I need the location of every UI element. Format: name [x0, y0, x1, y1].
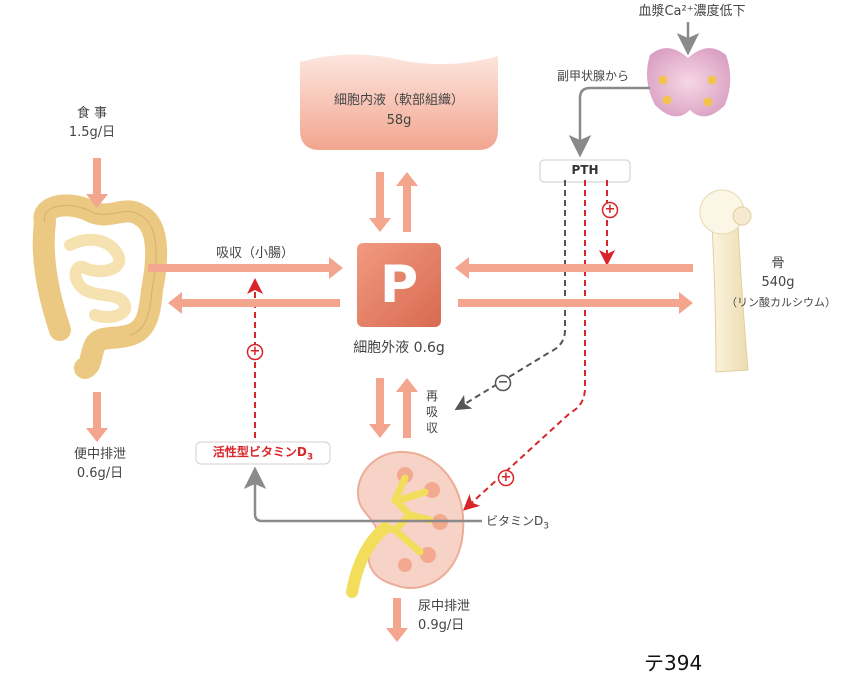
bone-illustration [699, 189, 752, 373]
plus-sign-bone-text: + [604, 202, 616, 217]
parathyroid-label: 副甲状腺から [556, 69, 629, 83]
fecal-name: 便中排泄 [73, 447, 126, 462]
urine-name: 尿中排泄 [418, 599, 471, 614]
intracellular-name: 細胞内液（軟部組織） [333, 93, 464, 108]
vitamin-d-letter: D [534, 514, 544, 528]
plus-sign-kidney-text: + [500, 470, 512, 485]
arrow-filtration-down [369, 378, 391, 438]
plus-sign-vitd-text: + [249, 344, 261, 359]
intracellular-fluid-box [300, 54, 498, 150]
parathyroid-to-pth-arrow [568, 86, 650, 158]
arrow-intracellular-in [369, 172, 391, 232]
pth-label: PTH [571, 163, 599, 177]
pth-minus-sign [494, 374, 512, 392]
page-reference: テ394 [644, 651, 703, 675]
reabsorption-char-2: 吸 [425, 405, 438, 419]
vitamin-d-label: ビタミンD3 [486, 513, 576, 535]
trigger-label: 血漿Ca²⁺濃度低下 [638, 4, 746, 19]
urine-amount: 0.9g/日 [418, 618, 465, 633]
arrow-bone-to-p [455, 257, 693, 279]
active-vitamin-d-main: 活性型ビタミン [212, 445, 297, 459]
reabsorption-char-3: 収 [425, 421, 438, 435]
vitamin-d-subscript: 3 [543, 521, 549, 532]
reabsorption-char-1: 再 [425, 389, 438, 403]
arrow-to-intestine [168, 292, 340, 314]
intracellular-amount: 58g [386, 113, 412, 128]
vitamin-d-activation-arrow [243, 466, 482, 523]
arrow-fecal-down [86, 392, 108, 442]
active-vitamin-d-box [195, 441, 331, 465]
arrow-p-to-bone [458, 292, 693, 314]
active-vitamin-d-label: 活性型ビタミンD3 [196, 444, 330, 466]
vitamin-d-plus-sign [246, 343, 264, 361]
parathyroid-gland-illustration [646, 48, 731, 117]
pth-inhibit-reabsorption-arrow [454, 180, 566, 411]
arrow-reabsorption-up [396, 378, 418, 438]
active-vitamin-d-letter: D [296, 445, 307, 459]
arrow-urine-down [386, 598, 408, 642]
intestine-illustration [32, 194, 168, 379]
bone-amount: 540g [761, 275, 795, 290]
diet-amount: 1.5g/日 [68, 125, 116, 140]
vitamin-d-main: ビタミン [486, 514, 535, 528]
flow-arrows [86, 158, 693, 642]
minus-sign-text: − [497, 375, 509, 390]
arrow-intracellular-out [396, 172, 418, 232]
arrow-absorption-right [148, 257, 343, 279]
pth-kidney-plus-sign [497, 469, 515, 487]
absorption-label: 吸収（小腸） [215, 246, 294, 261]
fecal-amount: 0.6g/日 [76, 466, 124, 481]
arrow-diet-down [86, 158, 108, 208]
bone-name: 骨 [771, 256, 785, 271]
pth-to-kidney-arrow [463, 180, 586, 511]
p-symbol: P [379, 255, 419, 315]
active-vitamin-d-subscript: 3 [306, 452, 314, 463]
pth-bone-plus-sign [601, 201, 619, 219]
bone-note: （リン酸カルシウム） [726, 296, 836, 309]
diet-name: 食 事 [76, 106, 108, 121]
extracellular-label: 細胞外液 0.6g [353, 340, 445, 356]
p-box [357, 243, 441, 327]
